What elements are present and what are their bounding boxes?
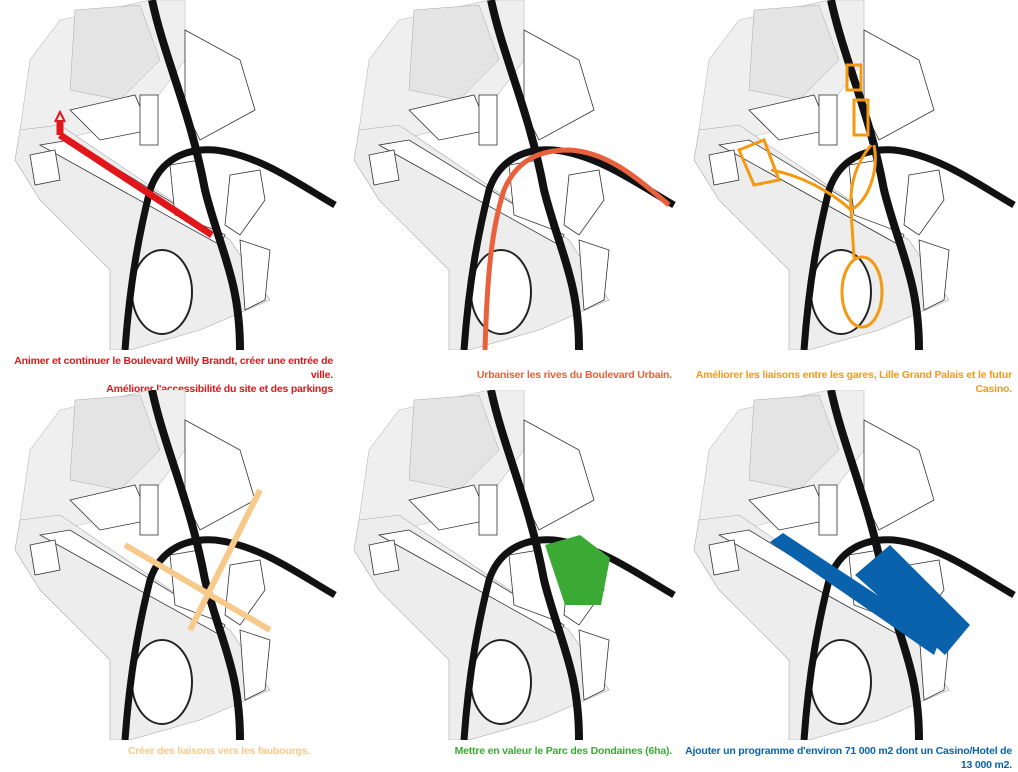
caption-1: Animer et continuer le Boulevard Willy B… [14,355,333,395]
map-rives [339,0,678,350]
caption-2: Urbaniser les rives du Boulevard Urbain. [476,369,672,381]
caption-6: Ajouter un programme d'environ 71 000 m2… [685,745,1012,771]
programme-areas [770,533,970,655]
map-boulevard [0,0,339,350]
caption-5: Mettre en valeur le Parc des Dondaines (… [454,745,673,757]
faubourg-arrows [123,488,272,633]
boulevard-urbain-line [482,147,671,350]
map-liaisons [679,0,1018,350]
map-faubourgs [0,390,339,740]
panel-faubourgs: Créer des liaisons vers les faubourgs. [0,390,339,758]
arrow-up-icon [54,109,66,123]
parc-dondaines [545,535,610,605]
liaisons-paths [737,63,884,329]
panel-programme: Ajouter un programme d'environ 71 000 m2… [679,390,1018,772]
panel-boulevard: Animer et continuer le Boulevard Willy B… [0,0,339,396]
boulevard-strip [56,120,214,238]
panel-liaisons: Améliorer les liaisons entre les gares, … [679,0,1018,396]
caption-3: Améliorer les liaisons entre les gares, … [695,369,1012,395]
map-programme [679,390,1018,740]
map-parc [339,390,678,740]
panel-parc: Mettre en valeur le Parc des Dondaines (… [339,390,678,758]
caption-4: Créer des liaisons vers les faubourgs. [128,745,311,757]
panel-rives: Urbaniser les rives du Boulevard Urbain. [339,0,678,382]
